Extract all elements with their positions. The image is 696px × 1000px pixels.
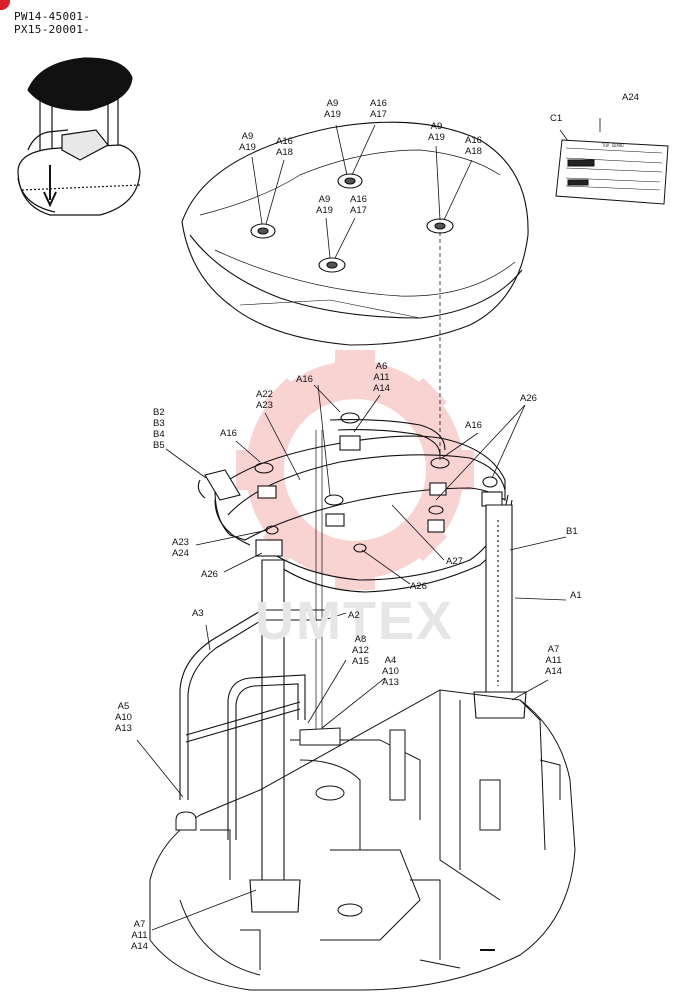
- callout: A26: [410, 581, 427, 592]
- callout: A24: [622, 92, 639, 103]
- callout: A26: [201, 569, 218, 580]
- pillars: [249, 430, 527, 913]
- callout: A16: [465, 420, 482, 431]
- callout: C1: [550, 113, 563, 124]
- callout: A16: [220, 428, 237, 439]
- callout: B1: [566, 526, 578, 537]
- model-number: PX15-20001-: [14, 23, 91, 36]
- machine-thumbnail: [17, 57, 141, 216]
- watermark-text: UMTEX: [255, 591, 454, 651]
- corner-badge-icon: [0, 0, 10, 10]
- frame-leader-lines: [136, 384, 567, 931]
- top-guard-canopy: [181, 121, 529, 346]
- handrails: [179, 609, 325, 840]
- callout: A27: [446, 556, 463, 567]
- plate-heading: TOP GUARD: [602, 143, 624, 148]
- callout: A3: [192, 608, 204, 619]
- label-plate: [555, 139, 669, 205]
- callout: A2: [348, 610, 360, 621]
- callout: A1: [570, 590, 582, 601]
- callout: A26: [520, 393, 537, 404]
- chassis-frame: [149, 689, 576, 991]
- leader-lines: [251, 118, 601, 460]
- callout: A16: [296, 374, 313, 385]
- model-number: PW14-45001-: [14, 10, 91, 23]
